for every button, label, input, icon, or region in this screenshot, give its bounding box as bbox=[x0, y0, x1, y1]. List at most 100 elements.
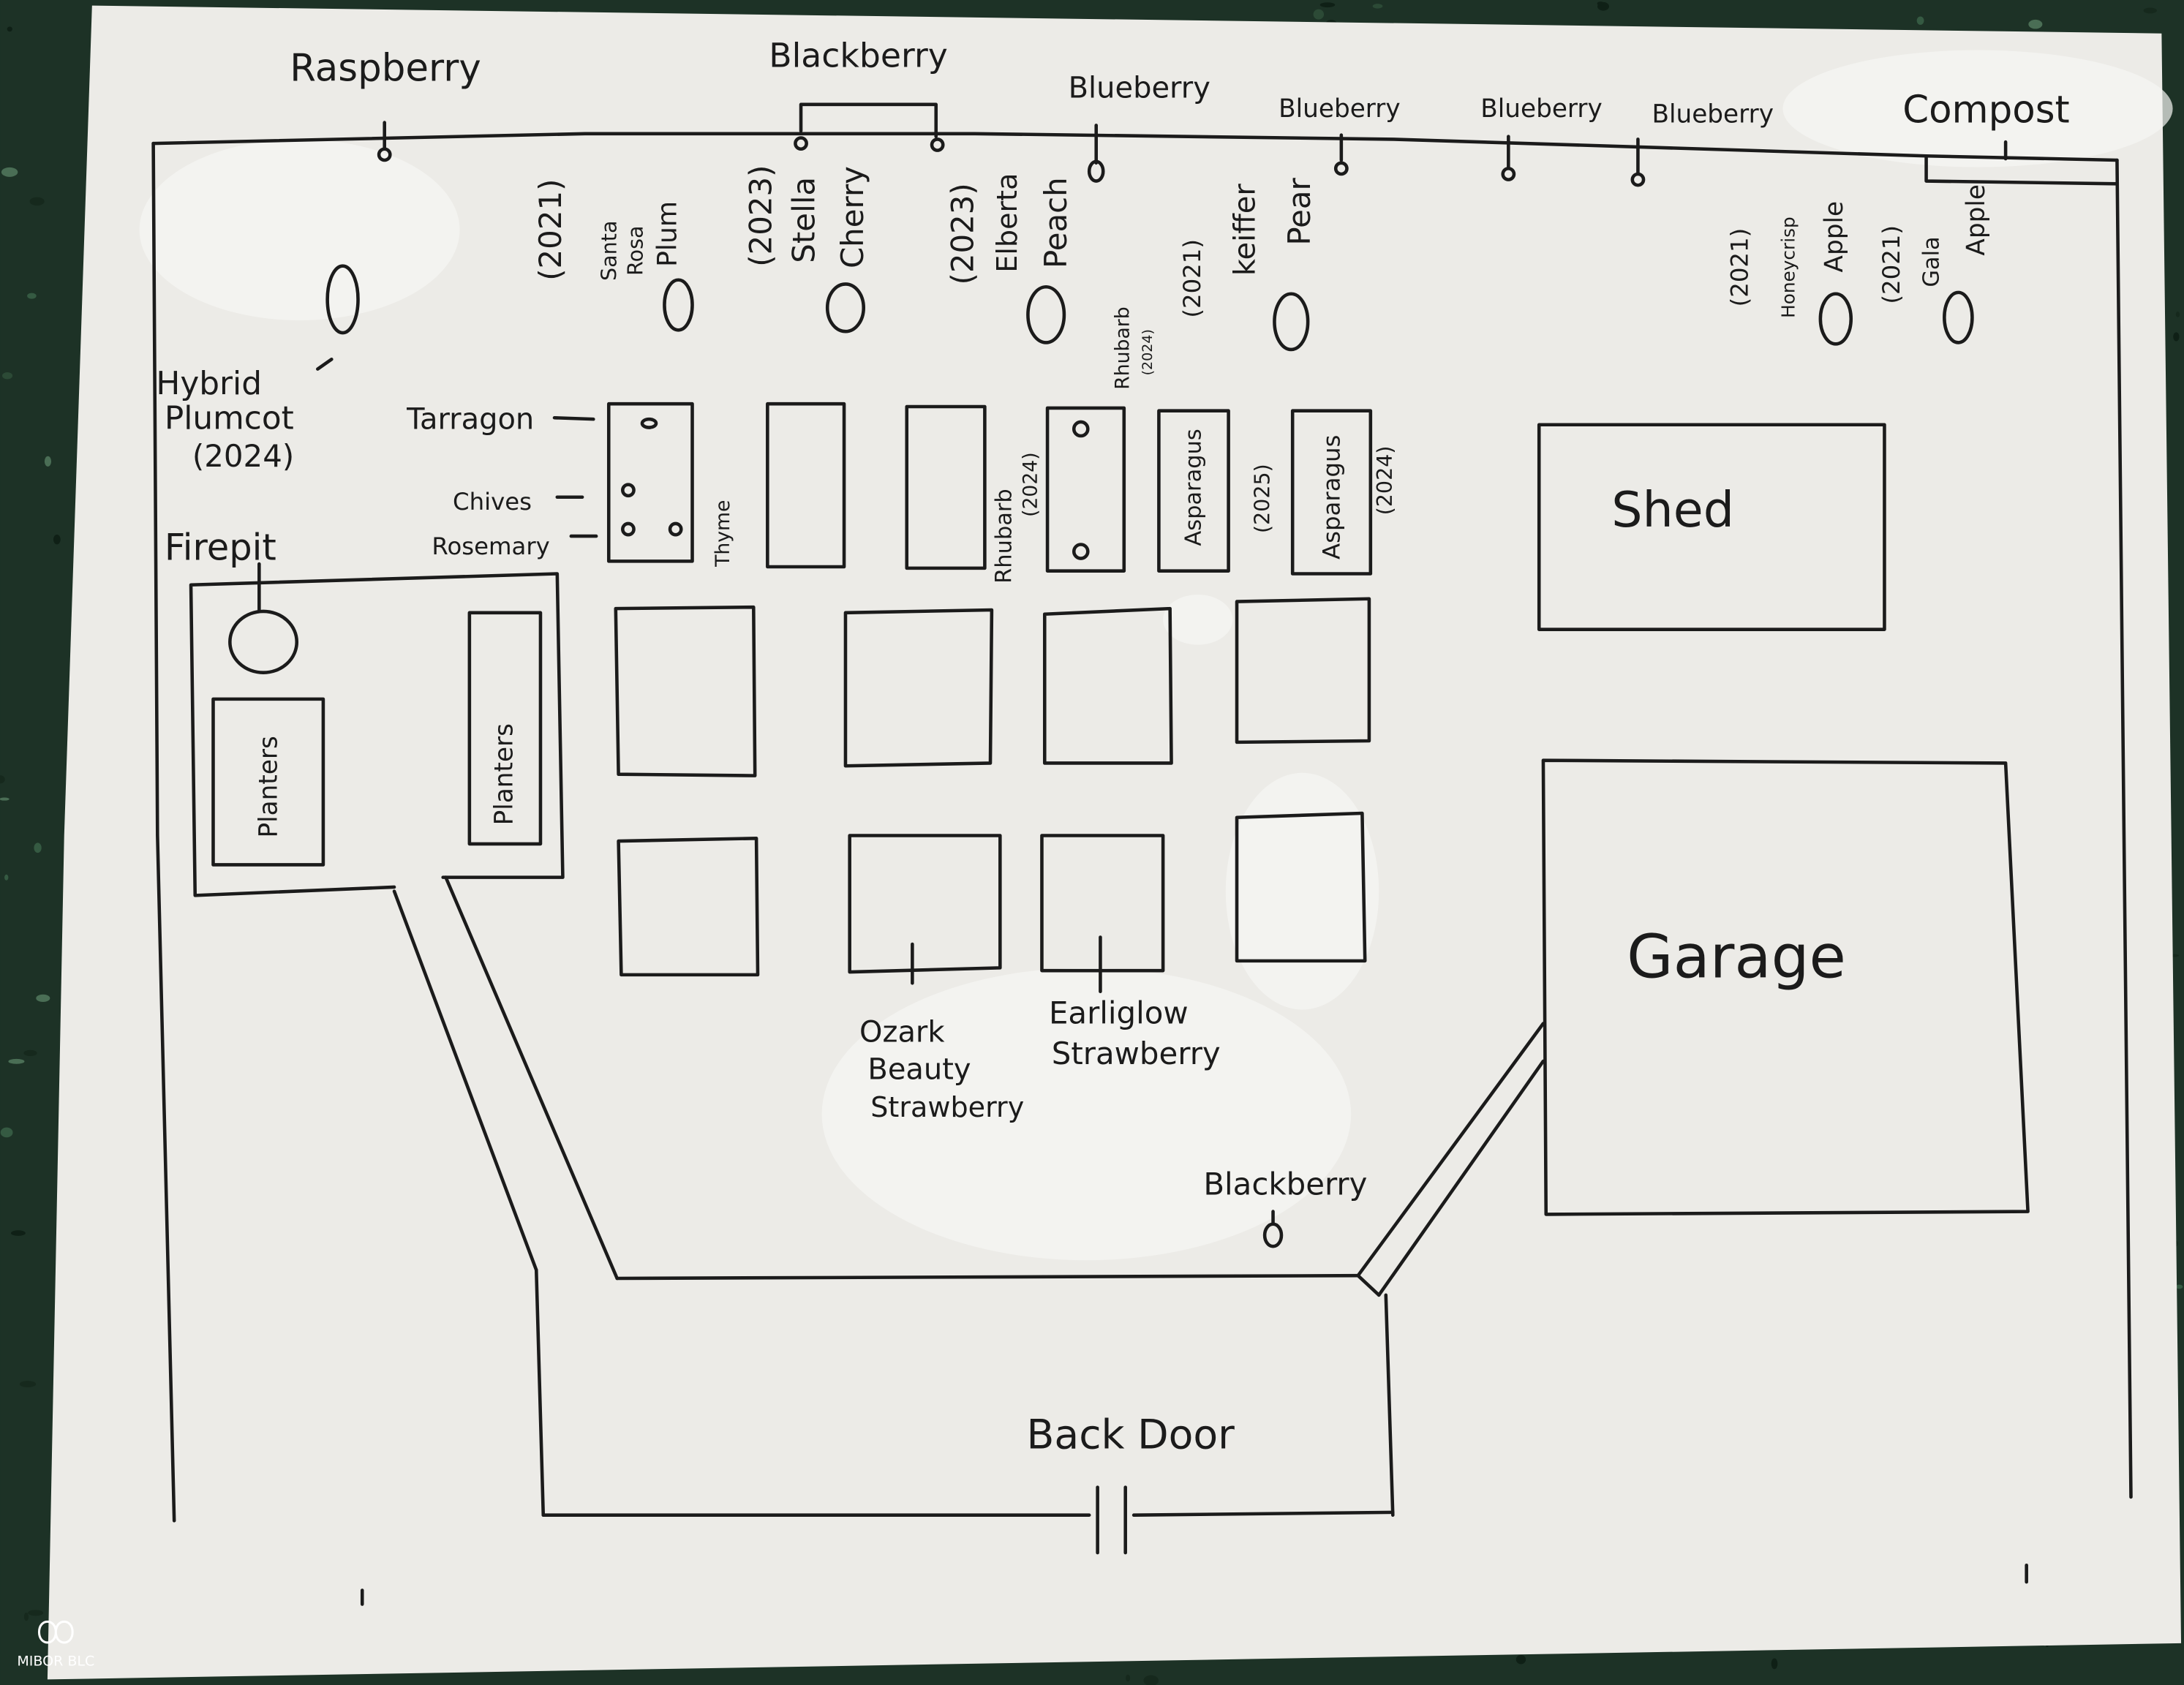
granite-speckle bbox=[4, 874, 9, 881]
cherry-label: Cherry bbox=[835, 166, 870, 268]
firepit bbox=[228, 609, 299, 674]
rosemary-label: Rosemary bbox=[432, 532, 549, 560]
mibor-watermark: MIBOR BLC bbox=[17, 1620, 94, 1669]
square-bed bbox=[843, 608, 994, 768]
shed bbox=[1537, 423, 1886, 631]
cherry-variety: Stella bbox=[786, 177, 821, 263]
granite-speckle bbox=[1313, 9, 1325, 20]
whiteout-patch bbox=[821, 968, 1352, 1261]
granite-speckle bbox=[29, 197, 45, 206]
earliglow-strawberry-label: Earliglow bbox=[1049, 995, 1189, 1031]
peach-tree bbox=[1026, 284, 1066, 344]
shed-label: Shed bbox=[1611, 481, 1734, 538]
infinity-logo-icon bbox=[37, 1620, 74, 1644]
granite-speckle bbox=[23, 1049, 37, 1057]
granite-speckle bbox=[0, 775, 5, 784]
granite-speckle bbox=[44, 456, 52, 467]
peach-variety: Elberta bbox=[991, 173, 1023, 273]
granite-speckle bbox=[53, 534, 61, 545]
patio-edge bbox=[615, 1273, 1360, 1281]
granite-speckle bbox=[34, 842, 42, 853]
garage bbox=[1541, 758, 2030, 1216]
firepit-patio bbox=[189, 572, 565, 897]
walkway-join bbox=[1356, 1273, 1381, 1297]
ozark-strawberry-label: Ozark bbox=[859, 1015, 945, 1049]
granite-speckle bbox=[8, 1058, 25, 1064]
watermark-text: MIBOR BLC bbox=[17, 1653, 94, 1669]
granite-speckle bbox=[2175, 312, 2180, 317]
raspberry-label: Raspberry bbox=[290, 46, 481, 90]
compost-label: Compost bbox=[1902, 88, 2069, 132]
asparagus-year: (2025) bbox=[1249, 464, 1274, 533]
pear-label: Pear bbox=[1281, 177, 1317, 245]
square-bed bbox=[1042, 606, 1173, 765]
planter bbox=[211, 697, 325, 867]
granite-speckle bbox=[7, 26, 12, 32]
plumcot-label: Plumcot bbox=[165, 399, 294, 437]
raspberry-plant bbox=[377, 147, 392, 162]
rhubarb-plant bbox=[1072, 420, 1090, 438]
rhubarb-year: (2024) bbox=[1140, 329, 1156, 375]
granite-speckle bbox=[1916, 16, 1924, 25]
gala-variety: Gala bbox=[1919, 236, 1945, 287]
pear-variety: keiffer bbox=[1228, 184, 1262, 276]
asparagus-label: Asparagus bbox=[1181, 429, 1207, 546]
blueberry-plant bbox=[1087, 159, 1105, 183]
granite-speckle bbox=[1771, 1658, 1778, 1670]
rhubarb-year: (2024) bbox=[1020, 452, 1042, 517]
chives-plant bbox=[621, 483, 636, 498]
firepit-label: Firepit bbox=[165, 526, 276, 568]
granite-speckle bbox=[1126, 1674, 1131, 1682]
drawing-lines bbox=[151, 102, 2133, 1606]
rhubarb-label: Rhubarb bbox=[1111, 306, 1134, 389]
plumcot-pointer bbox=[316, 357, 334, 371]
granite-speckle bbox=[1, 167, 18, 177]
blueberry-label: Blueberry bbox=[1480, 94, 1603, 124]
pear-year: (2021) bbox=[1178, 239, 1206, 318]
plum-year: (2021) bbox=[532, 179, 568, 281]
blackberry-plant bbox=[794, 136, 808, 151]
honeycrisp-year: (2021) bbox=[1725, 228, 1753, 307]
tarragon-pointer bbox=[552, 415, 595, 421]
tarragon-label: Tarragon bbox=[406, 402, 534, 436]
cherry-year: (2023) bbox=[742, 165, 778, 267]
whiteout-patch bbox=[139, 139, 460, 320]
planters-label: Planters bbox=[255, 736, 284, 837]
strawberry-bed bbox=[1040, 834, 1165, 973]
blackberry-bush bbox=[1262, 1222, 1284, 1248]
gala-apple-tree bbox=[1943, 290, 1974, 344]
blackberry-bracket bbox=[799, 102, 938, 138]
tarragon-plant bbox=[640, 417, 658, 429]
peach-label: Peach bbox=[1038, 177, 1074, 268]
plum-tree bbox=[663, 278, 694, 332]
rhubarb-plant bbox=[1072, 543, 1090, 560]
blueberry-plant bbox=[1501, 167, 1516, 181]
granite-speckle bbox=[23, 1612, 29, 1621]
square-bed bbox=[614, 605, 757, 777]
whiteout-patch bbox=[1782, 50, 2173, 167]
granite-speckle bbox=[2175, 1284, 2183, 1289]
blackberry-plant bbox=[930, 137, 945, 152]
asparagus-label: Asparagus bbox=[1318, 435, 1346, 559]
garage-label: Garage bbox=[1627, 923, 1846, 992]
plumcot-year: (2024) bbox=[192, 438, 294, 474]
granite-speckle bbox=[27, 293, 37, 299]
square-bed bbox=[1235, 811, 1367, 963]
raised-bed bbox=[905, 404, 987, 570]
granite-speckle bbox=[0, 797, 10, 801]
asparagus-bed bbox=[1157, 409, 1230, 573]
ozark-strawberry-label: Beauty bbox=[867, 1053, 971, 1087]
plum-label: Plum bbox=[652, 201, 683, 267]
rhubarb-bed bbox=[1045, 406, 1126, 573]
gala-apple-label: Apple bbox=[1962, 184, 1991, 256]
house-left-wall bbox=[534, 1268, 546, 1517]
blueberry-label: Blueberry bbox=[1069, 71, 1210, 105]
compost-bin bbox=[1924, 155, 2119, 186]
honeycrisp-apple-tree bbox=[1818, 292, 1853, 346]
fence-line-right bbox=[2115, 158, 2133, 1499]
cherry-tree bbox=[825, 282, 866, 333]
granite-speckle bbox=[28, 1610, 44, 1616]
rosemary-plant bbox=[621, 521, 636, 537]
granite-speckle bbox=[1515, 1654, 1526, 1665]
granite-speckle bbox=[2143, 7, 2157, 14]
